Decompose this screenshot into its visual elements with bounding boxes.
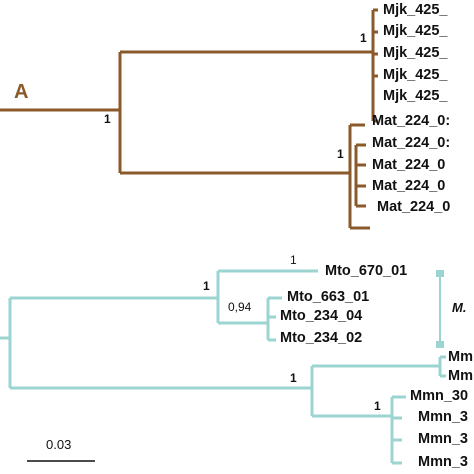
tip-mmn-6: Mmn_3 bbox=[418, 454, 468, 470]
support-teal-mto: 1 bbox=[203, 279, 210, 293]
tip-mat-5: Mat_224_0 bbox=[377, 199, 451, 215]
species-label: M. bbox=[452, 300, 467, 315]
clade-label-a: A bbox=[14, 81, 29, 103]
tip-mmn-2: Mmn bbox=[448, 368, 474, 384]
tip-mat-3: Mat_224_0 bbox=[372, 157, 446, 173]
support-mto-inner: 0,94 bbox=[228, 300, 252, 314]
scale-bar-label: 0.03 bbox=[46, 437, 72, 452]
tip-mmn-5: Mmn_3 bbox=[418, 431, 468, 447]
tip-mat-2: Mat_224_0: bbox=[372, 135, 451, 151]
tip-mmn-4: Mmn_3 bbox=[418, 409, 468, 425]
species-bracket bbox=[436, 270, 444, 348]
tip-mmn-1: Mmn bbox=[448, 349, 474, 365]
tip-mto-1: Mto_670_01 bbox=[325, 263, 408, 279]
support-mat: 1 bbox=[337, 147, 344, 161]
teal-clade-branches bbox=[0, 269, 446, 465]
tip-mjk-4: Mjk_425_ bbox=[383, 67, 448, 83]
tip-mjk-5: Mjk_425_ bbox=[383, 88, 448, 104]
support-mjk: 1 bbox=[360, 31, 367, 45]
tip-mjk-2: Mjk_425_ bbox=[383, 23, 448, 39]
tip-mjk-1: Mjk_425_ bbox=[383, 2, 448, 18]
support-mmn-inner: 1 bbox=[374, 399, 381, 413]
brown-clade-branches bbox=[0, 8, 378, 230]
support-brown-root: 1 bbox=[104, 112, 111, 126]
tip-mjk-3: Mjk_425_ bbox=[383, 45, 448, 61]
tip-mat-1: Mat_224_0: bbox=[372, 113, 451, 129]
tip-mmn-3: Mmn_30 bbox=[410, 388, 469, 404]
tip-mto-4: Mto_234_02 bbox=[280, 330, 363, 346]
tip-mto-3: Mto_234_04 bbox=[280, 308, 363, 324]
support-mto-670: 1 bbox=[290, 253, 297, 267]
tip-mat-4: Mat_224_0 bbox=[372, 178, 446, 194]
support-teal-mmn: 1 bbox=[290, 371, 297, 385]
tip-mto-2: Mto_663_01 bbox=[287, 289, 370, 305]
